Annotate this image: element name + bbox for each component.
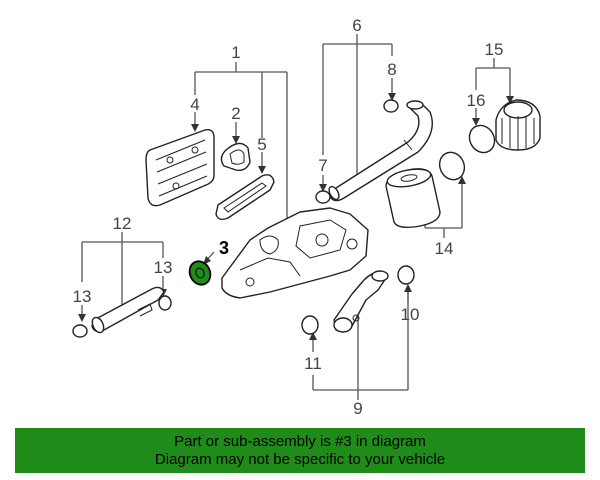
callout-4: 4 bbox=[190, 95, 199, 114]
callout-1: 1 bbox=[231, 43, 240, 62]
part-13-o-ring-right bbox=[158, 295, 172, 311]
part-10-o-ring bbox=[397, 265, 415, 285]
banner-line-2: Diagram may not be specific to your vehi… bbox=[154, 451, 446, 468]
part-11-o-ring bbox=[301, 315, 319, 335]
part-4-oil-cooler bbox=[145, 128, 215, 207]
part-8-o-ring bbox=[383, 99, 399, 113]
info-banner: Part or sub-assembly is #3 in diagram Di… bbox=[15, 428, 585, 473]
part-7-o-ring bbox=[315, 190, 331, 204]
part-16-seal-ring bbox=[468, 124, 496, 154]
part-1-housing bbox=[221, 207, 369, 299]
callout-6: 6 bbox=[352, 16, 361, 35]
callout-numbers: 1 4 2 5 6 8 7 15 16 14 12 13 13 10 11 9 … bbox=[73, 16, 504, 418]
callout-9: 9 bbox=[353, 399, 362, 418]
part-15-filter-cap bbox=[495, 99, 541, 151]
part-3-seal-highlighted bbox=[188, 260, 212, 286]
callout-10: 10 bbox=[401, 305, 420, 324]
callout-7: 7 bbox=[318, 156, 327, 175]
parts-diagram: 1 4 2 5 6 8 7 15 16 14 12 13 13 10 11 9 … bbox=[72, 16, 541, 418]
callout-13-right: 13 bbox=[154, 258, 173, 277]
callout-2: 2 bbox=[231, 104, 240, 123]
callout-16: 16 bbox=[467, 91, 486, 110]
part-13-o-ring-left bbox=[72, 324, 88, 338]
callout-15: 15 bbox=[485, 40, 504, 59]
part-2-gasket bbox=[220, 142, 251, 172]
part-14-o-ring bbox=[438, 151, 466, 181]
part-14-filter bbox=[385, 168, 441, 229]
callout-11: 11 bbox=[304, 354, 322, 373]
banner-line-1: Part or sub-assembly is #3 in diagram bbox=[174, 433, 426, 450]
part-6-pipe bbox=[328, 100, 433, 202]
callout-12: 12 bbox=[113, 214, 132, 233]
part-12-tube bbox=[91, 286, 165, 334]
part-9-elbow-pipe bbox=[333, 270, 389, 333]
callout-8: 8 bbox=[387, 60, 396, 79]
callout-14: 14 bbox=[435, 239, 454, 258]
part-5-gasket bbox=[215, 174, 275, 221]
callout-3: 3 bbox=[219, 238, 229, 258]
callout-5: 5 bbox=[257, 135, 266, 154]
leader-lines bbox=[81, 34, 511, 400]
callout-13-left: 13 bbox=[73, 287, 92, 306]
